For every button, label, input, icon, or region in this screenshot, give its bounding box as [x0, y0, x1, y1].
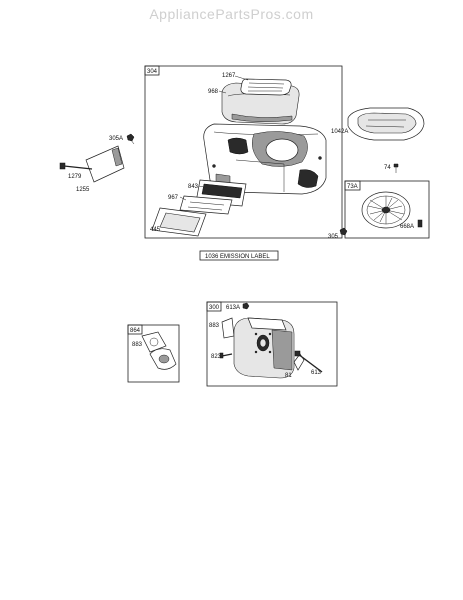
muffler-gasket-left	[141, 331, 167, 353]
label-883-right: 883	[209, 323, 220, 329]
bracket-81	[293, 353, 305, 371]
label-305a: 305A	[109, 136, 123, 142]
label-445: 445	[150, 227, 161, 233]
watermark: AppliancePartsPros.com	[149, 6, 314, 22]
box-73a	[344, 180, 430, 239]
screw-305	[339, 227, 348, 236]
shroud-1042a	[347, 107, 425, 141]
label-668a: 668A	[400, 224, 414, 230]
bolt-823	[219, 352, 233, 359]
label-1255: 1255	[76, 187, 90, 193]
box-tag-300	[206, 301, 222, 312]
rotating-screen-668a	[361, 191, 411, 229]
label-967: 967	[168, 195, 179, 201]
label-613: 613	[311, 370, 322, 376]
label-843: 843	[188, 184, 199, 190]
box-tag-864	[127, 324, 143, 335]
label-613a: 613A	[226, 305, 240, 311]
plate-967	[179, 195, 233, 215]
box-tag-73a	[344, 180, 361, 191]
label-74: 74	[384, 165, 391, 171]
gasket-445	[151, 207, 207, 237]
assembly-box-304	[144, 65, 343, 239]
air-filter-element	[240, 78, 292, 96]
screw-305a	[126, 133, 135, 145]
label-304: 304	[147, 69, 158, 75]
bolt-1279	[59, 162, 93, 170]
assembly-box-300	[206, 301, 338, 387]
screw-613a	[242, 302, 250, 310]
muffler-deflector-left	[149, 348, 177, 370]
label-300: 300	[209, 305, 220, 311]
emission-label-box	[199, 250, 279, 261]
screw-74	[393, 163, 399, 173]
label-968: 968	[208, 89, 219, 95]
assembly-box-864	[127, 324, 180, 383]
label-73a: 73A	[347, 184, 358, 190]
box-tag-304	[144, 65, 160, 76]
label-305: 305	[328, 234, 339, 240]
screw-668a	[417, 219, 423, 228]
label-1279: 1279	[68, 174, 82, 180]
emission-label-text: 1036 EMISSION LABEL	[205, 254, 270, 260]
label-1267: 1267	[222, 73, 236, 79]
bolt-613	[294, 350, 323, 373]
label-81: 81	[285, 373, 292, 379]
label-1042a: 1042A	[331, 129, 348, 135]
label-864: 864	[130, 328, 141, 334]
bracket-1255	[85, 145, 125, 183]
label-883-left: 883	[132, 342, 143, 348]
label-823: 823	[211, 354, 222, 360]
muffler	[233, 317, 295, 379]
muffler-gasket-right	[221, 317, 235, 339]
